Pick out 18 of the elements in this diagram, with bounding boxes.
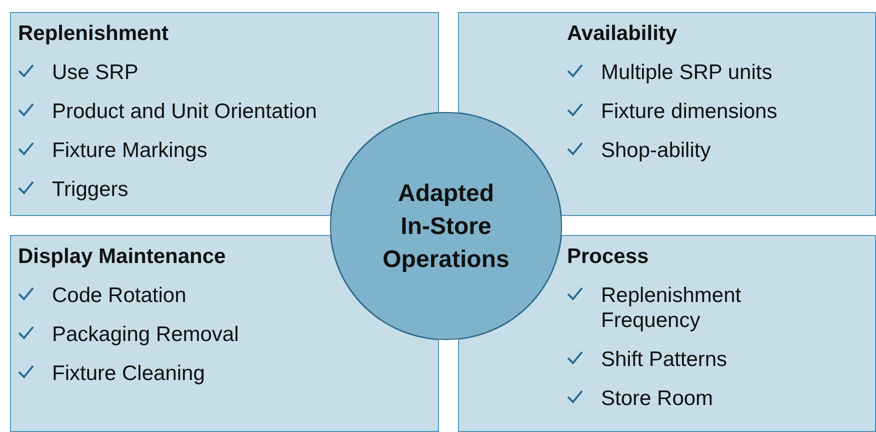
- panel-heading: Display Maintenance: [18, 245, 226, 269]
- checklist-item: Fixture Markings: [52, 138, 208, 163]
- checklist-item: Packaging Removal: [52, 322, 239, 347]
- checklist-item: Product and Unit Orientation: [52, 99, 317, 124]
- checklist-item: Shop-ability: [601, 138, 711, 163]
- checklist-item: Use SRP: [52, 60, 138, 85]
- checklist-item: Store Room: [601, 386, 714, 411]
- checklist-item: Shift Patterns: [601, 347, 728, 372]
- checklist-item: Fixture dimensions: [601, 99, 778, 124]
- panel-heading: Replenishment: [18, 22, 169, 46]
- checklist-item: Fixture Cleaning: [52, 361, 205, 386]
- checklist-item: Triggers: [52, 177, 128, 202]
- checklist-item: Replenishment Frequency: [601, 283, 742, 333]
- panel-heading: Process: [567, 245, 649, 269]
- circle-title: Adapted In-Store Operations: [382, 178, 510, 274]
- checklist-item: Multiple SRP units: [601, 60, 772, 85]
- panel-heading: Availability: [567, 22, 678, 46]
- checklist-item: Code Rotation: [52, 283, 186, 308]
